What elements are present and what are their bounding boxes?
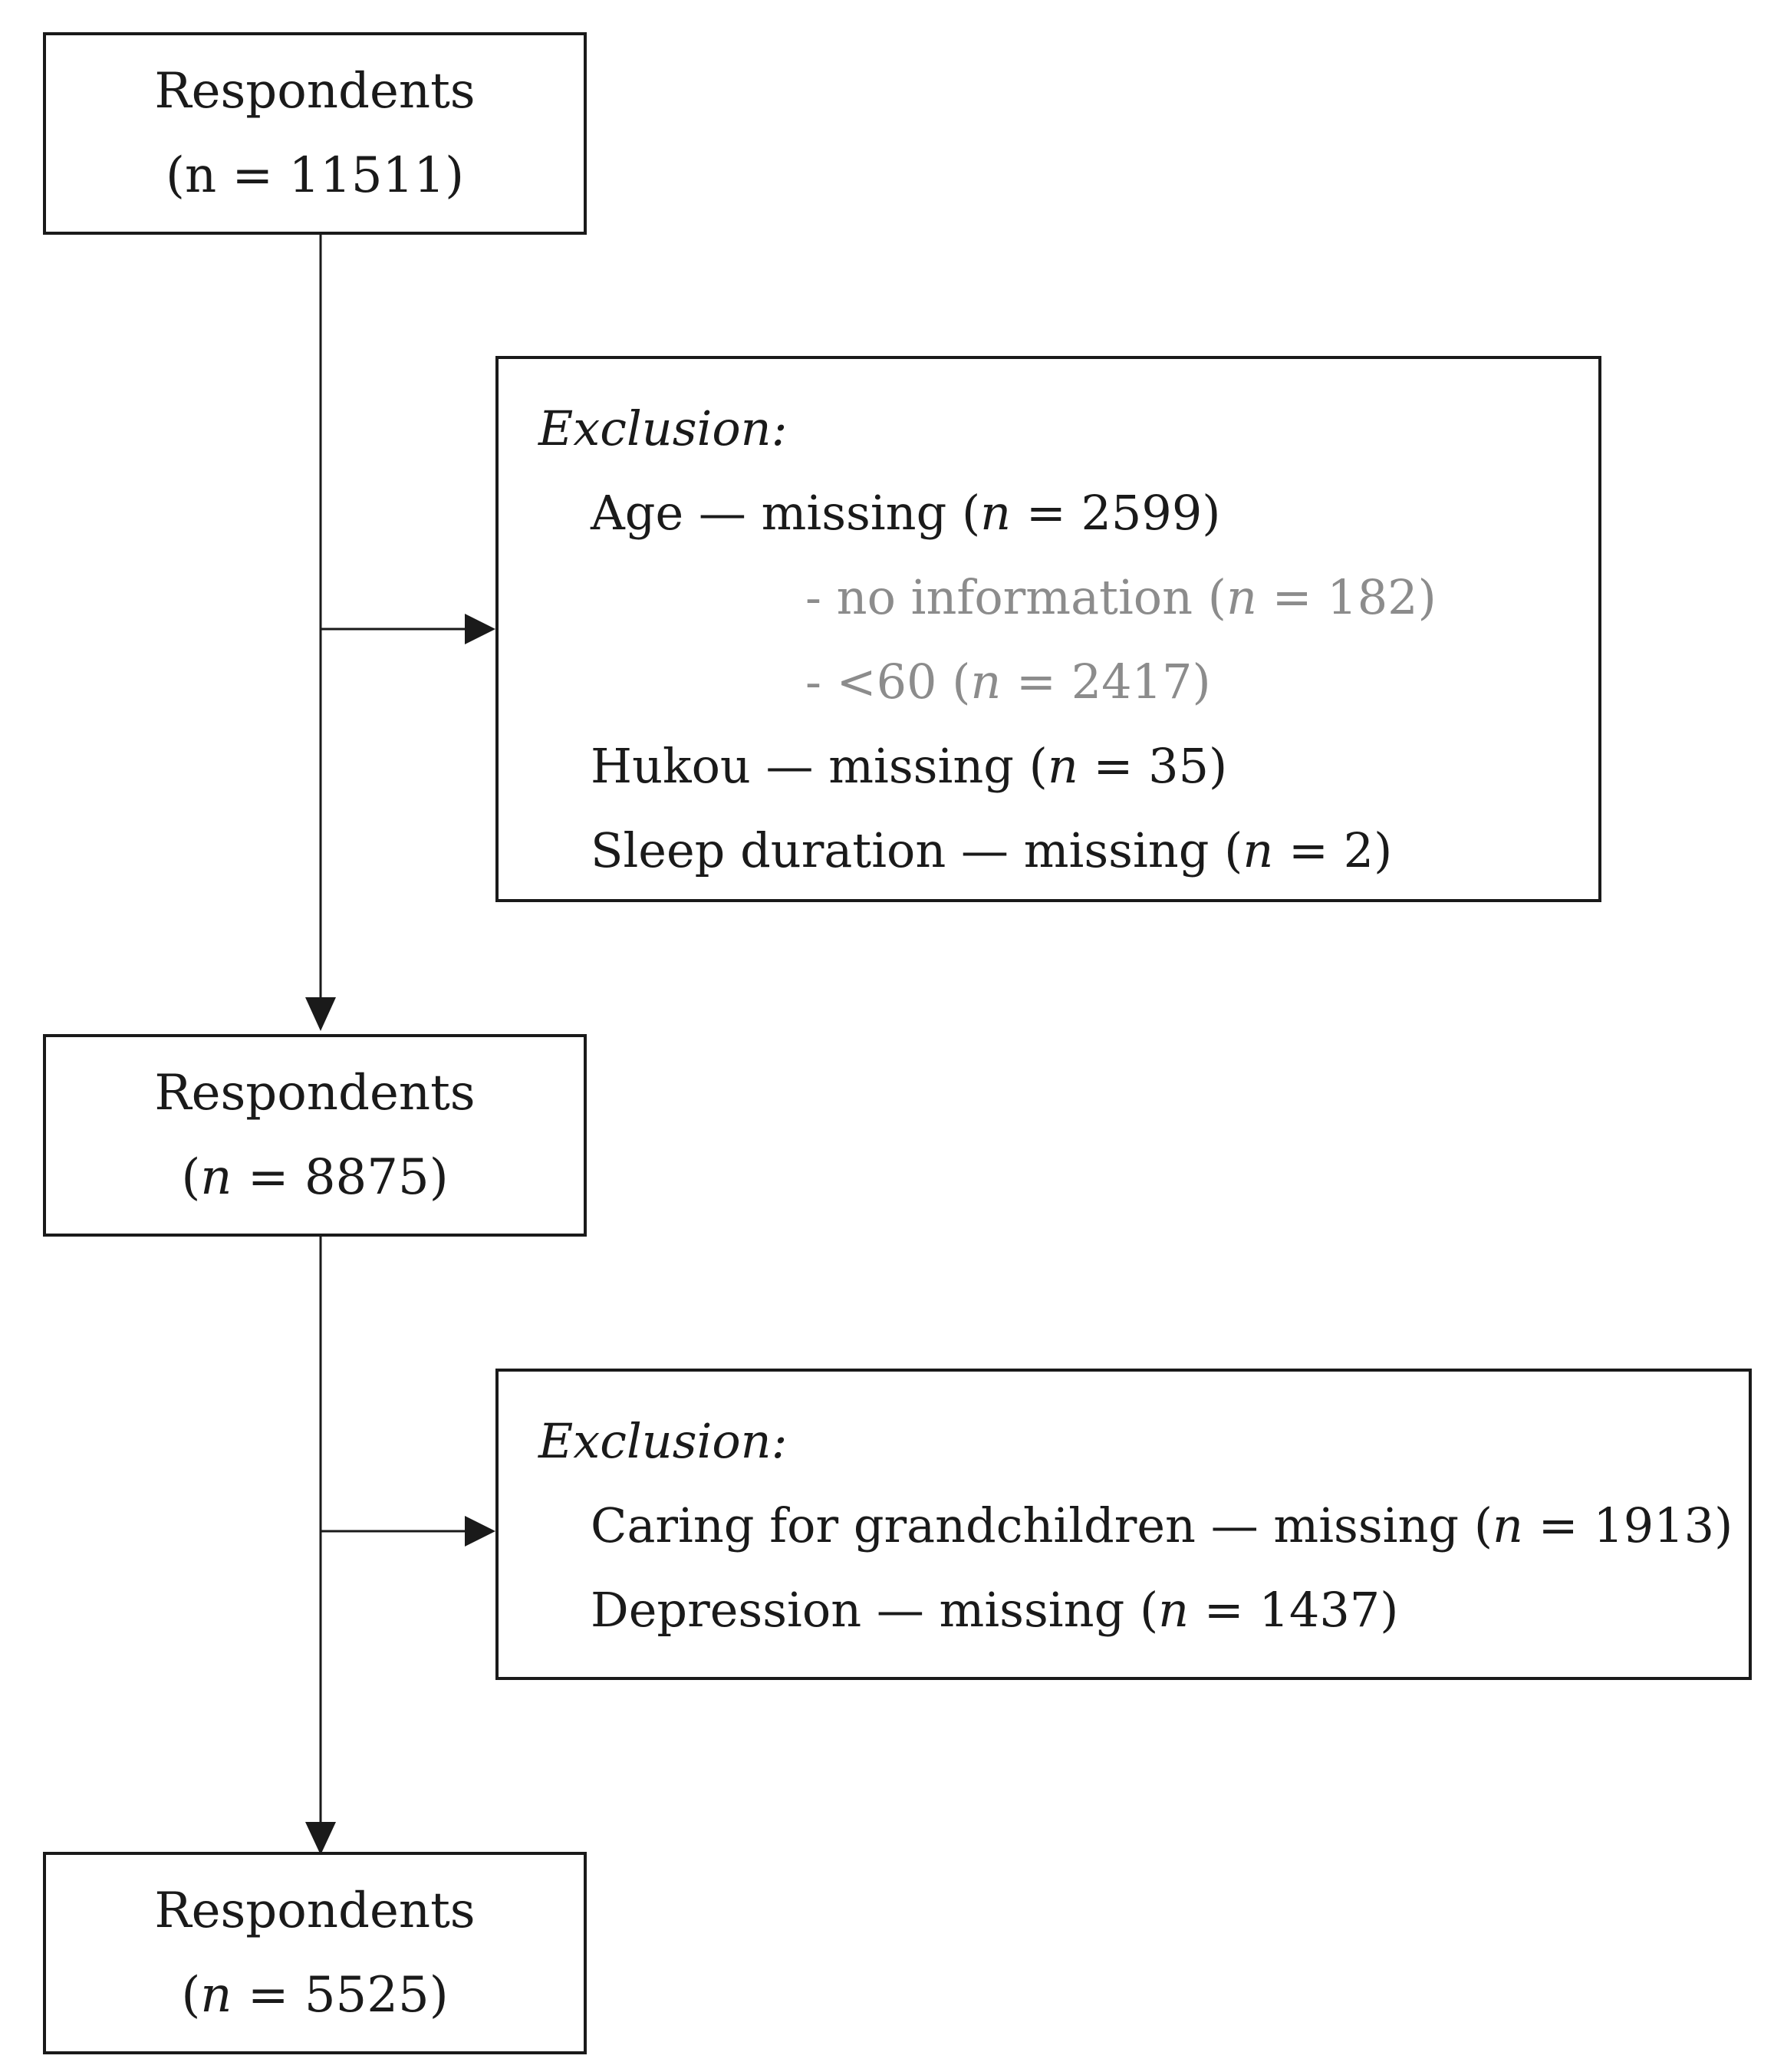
exclusion-heading: Exclusion: bbox=[538, 1413, 788, 1469]
arrowhead-exclusion2 bbox=[465, 1516, 495, 1547]
exclusion-caring-missing: Caring for grandchildren — missing (n = … bbox=[591, 1497, 1733, 1553]
exclusion-age-missing: Age — missing (n = 2599) bbox=[591, 485, 1221, 541]
exclusion-age-no-information: - no information (n = 182) bbox=[805, 569, 1437, 625]
exclusion-depression-missing: Depression — missing (n = 1437) bbox=[591, 1582, 1399, 1638]
arrowhead-box3 bbox=[305, 1822, 336, 1855]
respondents-count: (n = 8875) bbox=[181, 1149, 449, 1206]
respondents-title: Respondents bbox=[154, 1883, 476, 1939]
exclusion-sleep-missing: Sleep duration — missing (n = 2) bbox=[591, 822, 1393, 878]
respondents-box-initial: Respondents (n = 11511) bbox=[43, 32, 587, 235]
respondents-title: Respondents bbox=[154, 1065, 476, 1122]
respondents-box-final: Respondents (n = 5525) bbox=[43, 1852, 587, 2054]
respondents-count: (n = 11511) bbox=[165, 147, 465, 204]
exclusion-box-2: Exclusion: Caring for grandchildren — mi… bbox=[495, 1369, 1752, 1680]
arrowhead-exclusion1 bbox=[465, 614, 495, 644]
respondents-title: Respondents bbox=[154, 63, 476, 120]
exclusion-hukou-missing: Hukou — missing (n = 35) bbox=[591, 738, 1228, 794]
arrowhead-box2 bbox=[305, 997, 336, 1031]
exclusion-heading: Exclusion: bbox=[538, 400, 788, 456]
exclusion-age-under-60: - <60 (n = 2417) bbox=[805, 654, 1211, 710]
respondents-count: (n = 5525) bbox=[181, 1967, 449, 2024]
respondents-box-middle: Respondents (n = 8875) bbox=[43, 1034, 587, 1237]
exclusion-box-1: Exclusion: Age — missing (n = 2599) - no… bbox=[495, 356, 1601, 902]
